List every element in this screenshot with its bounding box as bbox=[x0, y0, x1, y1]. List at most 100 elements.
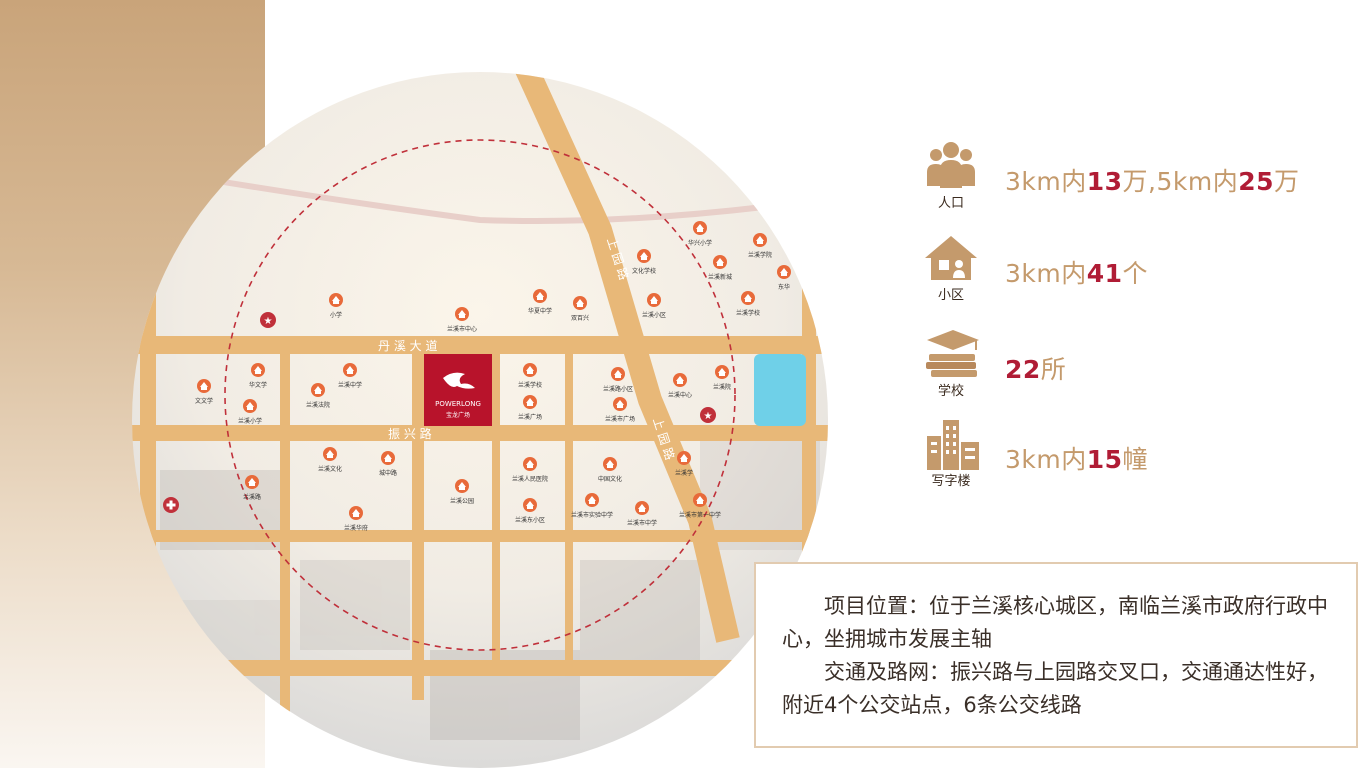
stat-value-population: 3km内13万,5km内25万 bbox=[1005, 162, 1300, 198]
poi-label: 东华 bbox=[778, 283, 790, 291]
house-pin-glyph-icon bbox=[384, 454, 392, 462]
poi-marker[interactable]: 兰溪路 bbox=[243, 475, 261, 501]
poi-label: 兰溪小区 bbox=[642, 311, 666, 319]
poi-marker[interactable]: 双百兴 bbox=[571, 296, 589, 322]
poi-label: 双百兴 bbox=[571, 314, 589, 322]
location-map[interactable]: 文文学华文学兰溪法院兰溪中学兰溪小学小学兰溪市中心华夏中学双百兴兰溪学校兰溪广场… bbox=[0, 0, 830, 768]
park-area bbox=[754, 354, 806, 426]
poi-marker[interactable]: 兰溪广场 bbox=[518, 395, 542, 421]
poi-label: 兰溪学校 bbox=[736, 309, 760, 317]
house-pin-glyph-icon bbox=[756, 236, 764, 244]
house-pin-glyph-icon bbox=[744, 294, 752, 302]
poi-label: 兰溪市广场 bbox=[605, 415, 635, 423]
poi-label: 兰溪华府 bbox=[344, 524, 368, 532]
poi-marker[interactable]: 城中路 bbox=[379, 451, 397, 477]
house-pin-glyph-icon bbox=[718, 368, 726, 376]
poi-marker[interactable]: 东华 bbox=[777, 265, 791, 291]
poi-marker[interactable]: 兰溪东小区 bbox=[515, 498, 545, 524]
poi-label: 小学 bbox=[330, 311, 342, 319]
poi-label: 城中路 bbox=[379, 469, 397, 477]
stat-caption-office: 写字楼 bbox=[931, 474, 971, 489]
hospital-cross-icon bbox=[163, 497, 179, 513]
house-pin-glyph-icon bbox=[254, 366, 262, 374]
house-pin-glyph-icon bbox=[650, 296, 658, 304]
project-name: 宝龙广场 bbox=[446, 411, 470, 419]
poi-label: 文文学 bbox=[195, 397, 213, 405]
poi-marker[interactable]: 文文学 bbox=[195, 379, 213, 405]
poi-marker[interactable]: 兰溪中学 bbox=[338, 363, 362, 389]
poi-label: 兰溪东小区 bbox=[515, 516, 545, 524]
stat-text: 3km内 bbox=[1005, 445, 1087, 474]
poi-marker[interactable]: 华夏中学 bbox=[528, 289, 552, 315]
house-pin-glyph-icon bbox=[332, 296, 340, 304]
house-pin-glyph-icon bbox=[638, 504, 646, 512]
stat-text: 万 bbox=[1274, 167, 1300, 196]
stat-caption-population: 人口 bbox=[937, 196, 964, 211]
house-pin-glyph-icon bbox=[458, 482, 466, 490]
project-brand: POWERLONG bbox=[435, 400, 481, 408]
house-pin-glyph-icon bbox=[696, 496, 704, 504]
poi-marker[interactable]: 兰溪路小区 bbox=[603, 367, 633, 393]
poi-marker[interactable]: 兰溪学校 bbox=[736, 291, 760, 317]
house-pin-glyph-icon bbox=[588, 496, 596, 504]
house-pin-glyph-icon bbox=[716, 258, 724, 266]
poi-marker[interactable]: 华兴小学 bbox=[688, 221, 712, 247]
radius-circle bbox=[224, 139, 736, 651]
project-site-block[interactable] bbox=[424, 354, 492, 426]
poi-marker[interactable]: 兰溪学院 bbox=[748, 233, 772, 259]
stat-residential: 小区 3km内41个 bbox=[915, 232, 1355, 312]
poi-marker[interactable]: 兰溪学校 bbox=[518, 363, 542, 389]
poi-label: 兰溪新城 bbox=[708, 273, 732, 281]
house-pin-glyph-icon bbox=[346, 366, 354, 374]
poi-marker[interactable]: 兰溪华府 bbox=[344, 506, 368, 532]
poi-marker[interactable]: 小学 bbox=[329, 293, 343, 319]
stat-value-residential: 3km内41个 bbox=[1005, 254, 1148, 290]
poi-label: 兰溪市实验中学 bbox=[571, 511, 613, 519]
house-pin-glyph-icon bbox=[676, 376, 684, 384]
poi-label: 兰溪中学 bbox=[338, 381, 362, 389]
svg-text:★: ★ bbox=[704, 411, 713, 422]
poi-marker[interactable]: 华文学 bbox=[249, 363, 267, 389]
poi-marker[interactable]: 兰溪市中心 bbox=[447, 307, 477, 333]
poi-label: 兰溪路小区 bbox=[603, 385, 633, 393]
house-pin-glyph-icon bbox=[200, 382, 208, 390]
stat-text: 万,5km内 bbox=[1122, 167, 1239, 196]
poi-marker[interactable]: 兰溪院 bbox=[713, 365, 731, 391]
house-pin-glyph-icon bbox=[780, 268, 788, 276]
poi-label: 兰溪路 bbox=[243, 493, 261, 501]
house-pin-glyph-icon bbox=[616, 400, 624, 408]
school-icon bbox=[915, 328, 985, 400]
poi-marker[interactable]: 兰溪市广场 bbox=[605, 397, 635, 423]
description-location: 项目位置：位于兰溪核心城区，南临兰溪市政府行政中心，坐拥城市发展主轴 bbox=[782, 594, 1328, 651]
poi-marker[interactable]: 中国文化 bbox=[598, 457, 622, 483]
house-pin-glyph-icon bbox=[246, 402, 254, 410]
poi-marker[interactable]: 兰溪法院 bbox=[306, 383, 330, 409]
poi-marker[interactable]: 兰溪公园 bbox=[450, 479, 474, 505]
poi-marker[interactable]: 兰溪小区 bbox=[642, 293, 666, 319]
poi-marker[interactable]: 兰溪市实验中学 bbox=[571, 493, 613, 519]
poi-marker[interactable]: 兰溪新城 bbox=[708, 255, 732, 281]
poi-label: 兰溪市中心 bbox=[447, 325, 477, 333]
house-pin-glyph-icon bbox=[248, 478, 256, 486]
poi-marker[interactable]: 兰溪文化 bbox=[318, 447, 342, 473]
poi-label: 中国文化 bbox=[598, 475, 622, 483]
poi-marker[interactable]: 兰溪人民医院 bbox=[512, 457, 548, 483]
stat-value-schools: 22所 bbox=[1005, 350, 1066, 386]
poi-marker[interactable]: 兰溪市中学 bbox=[627, 501, 657, 527]
poi-label: 华夏中学 bbox=[528, 307, 552, 315]
poi-label: 兰溪市中学 bbox=[627, 519, 657, 527]
poi-marker[interactable]: 兰溪中心 bbox=[668, 373, 692, 399]
poi-marker[interactable]: 文化学校 bbox=[632, 249, 656, 275]
svg-text:★: ★ bbox=[264, 316, 273, 327]
poi-label: 兰溪院 bbox=[713, 383, 731, 391]
poi-marker[interactable]: 兰溪市第一中学 bbox=[679, 493, 721, 519]
poi-marker[interactable]: 兰溪小学 bbox=[238, 399, 262, 425]
house-pin-glyph-icon bbox=[696, 224, 704, 232]
house-pin-glyph-icon bbox=[458, 310, 466, 318]
poi-label: 兰溪小学 bbox=[238, 417, 262, 425]
road-label-zhenxing: 振 兴 路 bbox=[388, 426, 432, 441]
poi-marker[interactable]: 兰溪学 bbox=[675, 451, 693, 477]
house-icon bbox=[915, 232, 985, 304]
gov-star-icon: ★ bbox=[700, 407, 716, 423]
stat-number: 25 bbox=[1238, 167, 1275, 196]
